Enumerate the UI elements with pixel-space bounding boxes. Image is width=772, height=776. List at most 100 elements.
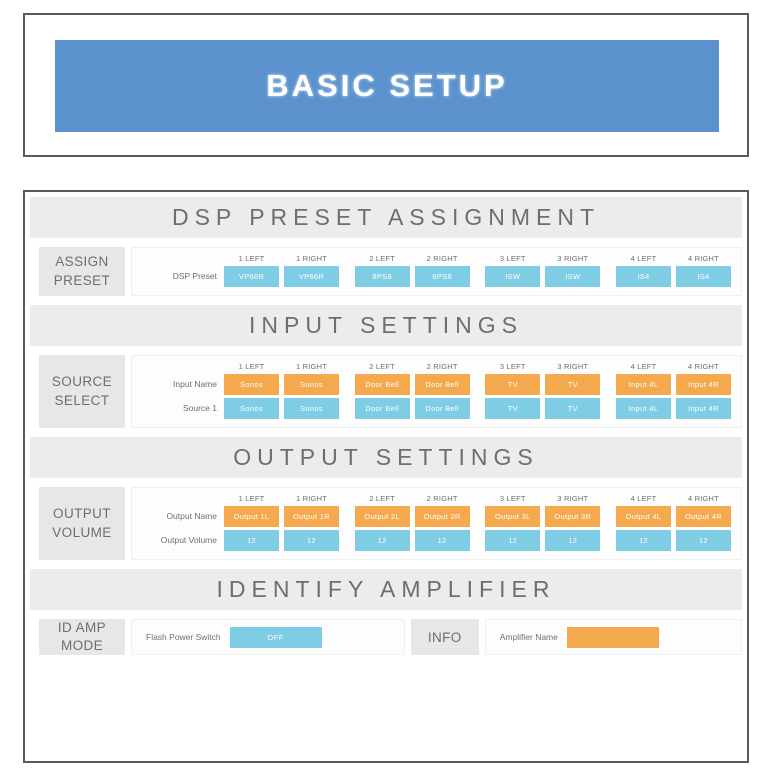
source1-chip-2-right[interactable]: Door Bell — [414, 398, 470, 419]
channel-col-4-left: 4 LEFT Output 4L 12 — [615, 494, 671, 551]
output-name-chip-3-left[interactable]: Output 3L — [485, 506, 541, 527]
dsp-preset-chip-4-right[interactable]: IS4 — [675, 266, 731, 287]
flash-power-switch-toggle[interactable]: OFF — [229, 626, 322, 648]
dsp-preset-chip-2-right[interactable]: 8PS8 — [414, 266, 470, 287]
row-label-source-1: Source 1 — [182, 403, 217, 413]
side-label-line1: OUTPUT — [53, 506, 111, 522]
source1-chip-4-left[interactable]: Input 4L — [615, 398, 671, 419]
source1-chip-3-right[interactable]: TV — [545, 398, 601, 419]
side-label-line1: ASSIGN — [55, 254, 109, 270]
channel-col-2-left: 2 LEFT Door Bell Door Bell — [354, 362, 410, 419]
input-name-chip-2-right[interactable]: Door Bell — [414, 374, 470, 395]
input-name-chip-4-left[interactable]: Input 4L — [615, 374, 671, 395]
chip-pairs-input: 1 LEFT Sonos Sonos 1 RIGHT Sonos Sonos — [224, 362, 731, 419]
section-output-settings: OUTPUT SETTINGS OUTPUT VOLUME Output Nam… — [30, 437, 742, 569]
column-header-3-right: 3 RIGHT — [557, 254, 589, 263]
source1-chip-2-left[interactable]: Door Bell — [354, 398, 410, 419]
side-label-line2: PRESET — [53, 272, 111, 288]
dsp-preset-chip-3-right[interactable]: ISW — [545, 266, 601, 287]
channel-col-1-left: 1 LEFT VP66R — [224, 254, 279, 287]
output-volume-chip-4-left[interactable]: 12 — [615, 530, 671, 551]
section-header-dsp: DSP PRESET ASSIGNMENT — [30, 197, 742, 238]
column-header-4-right: 4 RIGHT — [687, 362, 719, 371]
dsp-preset-chip-2-left[interactable]: 8PS8 — [354, 266, 410, 287]
column-header-2-right: 2 RIGHT — [426, 494, 458, 503]
output-name-chip-1-left[interactable]: Output 1L — [224, 506, 279, 527]
channel-col-3-left: 3 LEFT ISW — [485, 254, 541, 287]
section-dsp-preset-assignment: DSP PRESET ASSIGNMENT ASSIGN PRESET DSP … — [30, 197, 742, 305]
column-header-4-left: 4 LEFT — [630, 362, 657, 371]
input-name-chip-2-left[interactable]: Door Bell — [354, 374, 410, 395]
content-card-flash-power-switch: Flash Power Switch OFF — [131, 619, 405, 656]
source1-chip-4-right[interactable]: Input 4R — [675, 398, 731, 419]
input-name-chip-1-right[interactable]: Sonos — [284, 374, 339, 395]
column-header-2-left: 2 LEFT — [369, 494, 396, 503]
column-header-4-right: 4 RIGHT — [687, 254, 719, 263]
dsp-preset-chip-1-left[interactable]: VP66R — [224, 266, 279, 287]
page-title: BASIC SETUP — [266, 68, 508, 103]
source1-chip-1-right[interactable]: Sonos — [284, 398, 339, 419]
channel-pair-1: 1 LEFT VP66R 1 RIGHT VP66R — [224, 254, 339, 287]
channel-col-4-right: 4 RIGHT Input 4R Input 4R — [675, 362, 731, 419]
column-header-1-right: 1 RIGHT — [296, 494, 327, 503]
channel-col-2-left: 2 LEFT 8PS8 — [354, 254, 410, 287]
output-volume-chip-1-left[interactable]: 12 — [224, 530, 279, 551]
input-name-chip-3-left[interactable]: TV — [485, 374, 541, 395]
chip-grid-input: Input Name Source 1 1 LEFT Sonos Sonos 1… — [132, 362, 731, 419]
section-title-identify: IDENTIFY AMPLIFIER — [216, 576, 556, 602]
dsp-preset-chip-3-left[interactable]: ISW — [485, 266, 541, 287]
output-volume-chip-1-right[interactable]: 12 — [284, 530, 339, 551]
channel-col-2-right: 2 RIGHT 8PS8 — [414, 254, 470, 287]
side-label-line1: SOURCE — [51, 374, 113, 390]
channel-col-1-right: 1 RIGHT Output 1R 12 — [284, 494, 339, 551]
content-card-dsp: DSP Preset 1 LEFT VP66R 1 RIGHT VP66R — [131, 247, 742, 296]
flash-power-switch-label: Flash Power Switch — [146, 632, 221, 643]
column-header-2-left: 2 LEFT — [369, 254, 396, 263]
section-title-input: INPUT SETTINGS — [249, 312, 523, 338]
channel-pair-3: 3 LEFT ISW 3 RIGHT ISW — [485, 254, 601, 287]
dsp-preset-chip-1-right[interactable]: VP66R — [284, 266, 339, 287]
source1-chip-1-left[interactable]: Sonos — [224, 398, 279, 419]
output-volume-chip-2-right[interactable]: 12 — [414, 530, 470, 551]
section-body-dsp: ASSIGN PRESET DSP Preset 1 LEFT VP66R — [30, 238, 742, 305]
output-name-chip-4-right[interactable]: Output 4R — [675, 506, 731, 527]
channel-col-2-right: 2 RIGHT Output 2R 12 — [414, 494, 470, 551]
output-volume-chip-2-left[interactable]: 12 — [354, 530, 410, 551]
chip-grid-dsp: DSP Preset 1 LEFT VP66R 1 RIGHT VP66R — [132, 254, 731, 287]
input-name-chip-3-right[interactable]: TV — [545, 374, 601, 395]
output-name-chip-2-right[interactable]: Output 2R — [414, 506, 470, 527]
info-label-text: INFO — [427, 629, 462, 645]
content-card-output: Output Name Output Volume 1 LEFT Output … — [131, 487, 742, 560]
channel-col-4-left: 4 LEFT Input 4L Input 4L — [615, 362, 671, 419]
output-volume-chip-4-right[interactable]: 12 — [675, 530, 731, 551]
source1-chip-3-left[interactable]: TV — [485, 398, 541, 419]
amplifier-name-field[interactable] — [566, 626, 659, 648]
output-name-chip-4-left[interactable]: Output 4L — [615, 506, 671, 527]
output-volume-chip-3-right[interactable]: 12 — [545, 530, 601, 551]
column-header-2-right: 2 RIGHT — [426, 254, 458, 263]
channel-pair-3: 3 LEFT TV TV 3 RIGHT TV TV — [485, 362, 601, 419]
channel-col-1-right: 1 RIGHT VP66R — [284, 254, 339, 287]
chip-grid-output: Output Name Output Volume 1 LEFT Output … — [132, 494, 731, 551]
column-header-2-right: 2 RIGHT — [426, 362, 458, 371]
output-volume-chip-3-left[interactable]: 12 — [485, 530, 541, 551]
output-name-chip-1-right[interactable]: Output 1R — [284, 506, 339, 527]
channel-col-1-left: 1 LEFT Output 1L 12 — [224, 494, 279, 551]
chip-pairs-output: 1 LEFT Output 1L 12 1 RIGHT Output 1R 12 — [224, 494, 731, 551]
input-name-chip-4-right[interactable]: Input 4R — [675, 374, 731, 395]
column-header-1-right: 1 RIGHT — [296, 362, 327, 371]
dsp-preset-chip-4-left[interactable]: IS4 — [615, 266, 671, 287]
side-label-line1: ID AMP — [57, 620, 107, 635]
column-header-4-right: 4 RIGHT — [687, 494, 719, 503]
channel-pair-3: 3 LEFT Output 3L 12 3 RIGHT Output 3R 12 — [485, 494, 601, 551]
channel-pair-1: 1 LEFT Sonos Sonos 1 RIGHT Sonos Sonos — [224, 362, 339, 419]
channel-pair-4: 4 LEFT IS4 4 RIGHT IS4 — [615, 254, 731, 287]
channel-col-4-right: 4 RIGHT Output 4R 12 — [675, 494, 731, 551]
column-header-1-right: 1 RIGHT — [296, 254, 327, 263]
content-card-input: Input Name Source 1 1 LEFT Sonos Sonos 1… — [131, 355, 742, 428]
main-panel: DSP PRESET ASSIGNMENT ASSIGN PRESET DSP … — [23, 190, 749, 763]
content-card-amplifier-name: Amplifier Name — [484, 619, 742, 656]
input-name-chip-1-left[interactable]: Sonos — [224, 374, 279, 395]
output-name-chip-3-right[interactable]: Output 3R — [545, 506, 601, 527]
output-name-chip-2-left[interactable]: Output 2L — [354, 506, 410, 527]
